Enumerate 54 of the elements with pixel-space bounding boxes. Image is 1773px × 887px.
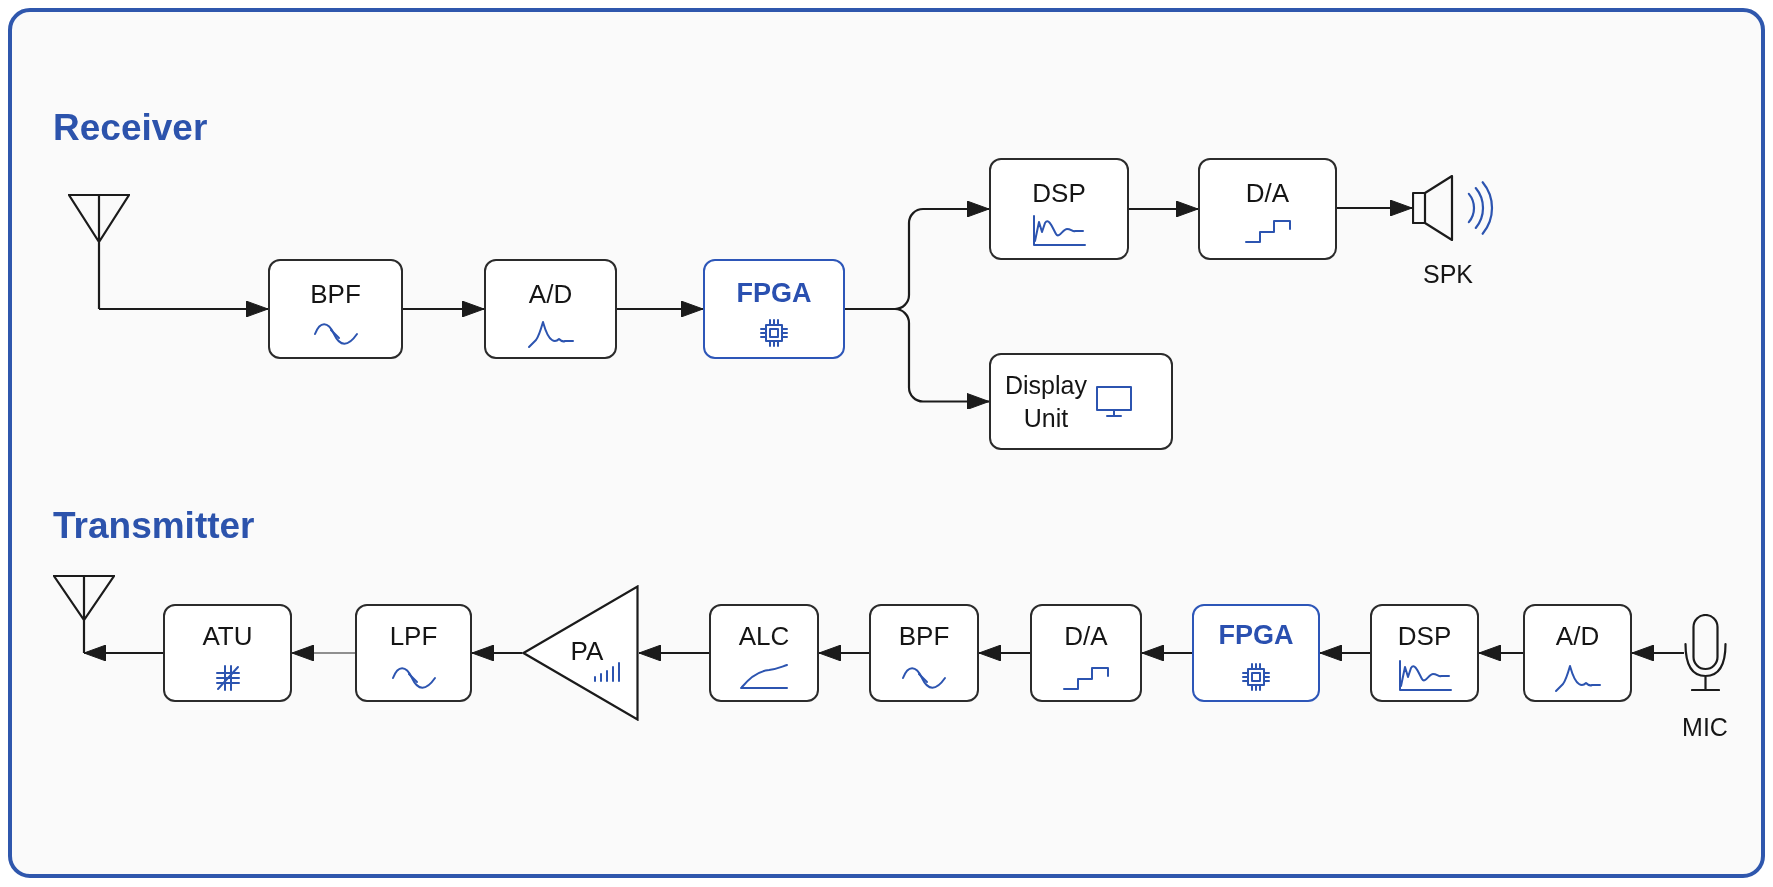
process-box <box>989 353 1173 450</box>
arrow <box>845 307 990 410</box>
symbol-label: SPK <box>1423 260 1473 288</box>
process-box <box>1523 604 1632 702</box>
microphone-symbol <box>1684 614 1727 691</box>
block-label: Display Unit <box>1005 369 1087 434</box>
block-label: A/D <box>1555 621 1600 651</box>
process-box <box>1370 604 1479 702</box>
process-box <box>163 604 292 702</box>
arrow <box>471 644 522 662</box>
block-label: LPF <box>389 621 438 651</box>
symbol-label: MIC <box>1682 713 1728 741</box>
arrow <box>403 300 485 318</box>
arrow <box>1129 200 1199 218</box>
speaker-symbol <box>1412 175 1496 241</box>
block-label: BPF <box>898 621 950 651</box>
block-label: PA <box>570 636 604 666</box>
process-box <box>709 604 819 702</box>
process-box <box>989 158 1129 260</box>
block-label: D/A <box>1245 178 1290 208</box>
arrow <box>83 644 163 662</box>
arrow <box>1319 644 1370 662</box>
arrow <box>818 644 869 662</box>
block-label: DSP <box>1397 621 1452 651</box>
arrow <box>638 644 709 662</box>
arrow <box>1337 199 1413 217</box>
process-box <box>1030 604 1142 702</box>
arrow <box>617 300 704 318</box>
process-box <box>1192 604 1320 702</box>
arrow <box>291 644 355 662</box>
block-label: FPGA <box>1218 620 1294 650</box>
amplifier-triangle <box>522 585 639 721</box>
antenna-symbol <box>53 575 115 654</box>
arrow <box>99 300 269 318</box>
arrow <box>978 644 1030 662</box>
block-label: D/A <box>1064 621 1108 651</box>
process-box <box>1198 158 1337 260</box>
block-label: BPF <box>310 279 361 309</box>
antenna-symbol <box>68 194 130 310</box>
block-label: DSP <box>1032 178 1086 208</box>
block-label: ATU <box>202 621 253 651</box>
process-box <box>869 604 979 702</box>
arrow <box>1631 644 1684 662</box>
section-heading: Receiver <box>53 107 208 149</box>
block-label: FPGA <box>736 278 812 308</box>
process-box <box>484 259 617 359</box>
arrow <box>1141 644 1192 662</box>
block-label: A/D <box>528 279 573 309</box>
process-box <box>703 259 845 359</box>
process-box <box>268 259 403 359</box>
arrow <box>1478 644 1523 662</box>
process-box <box>355 604 472 702</box>
block-label: ALC <box>738 621 790 651</box>
section-heading: Transmitter <box>53 505 255 547</box>
